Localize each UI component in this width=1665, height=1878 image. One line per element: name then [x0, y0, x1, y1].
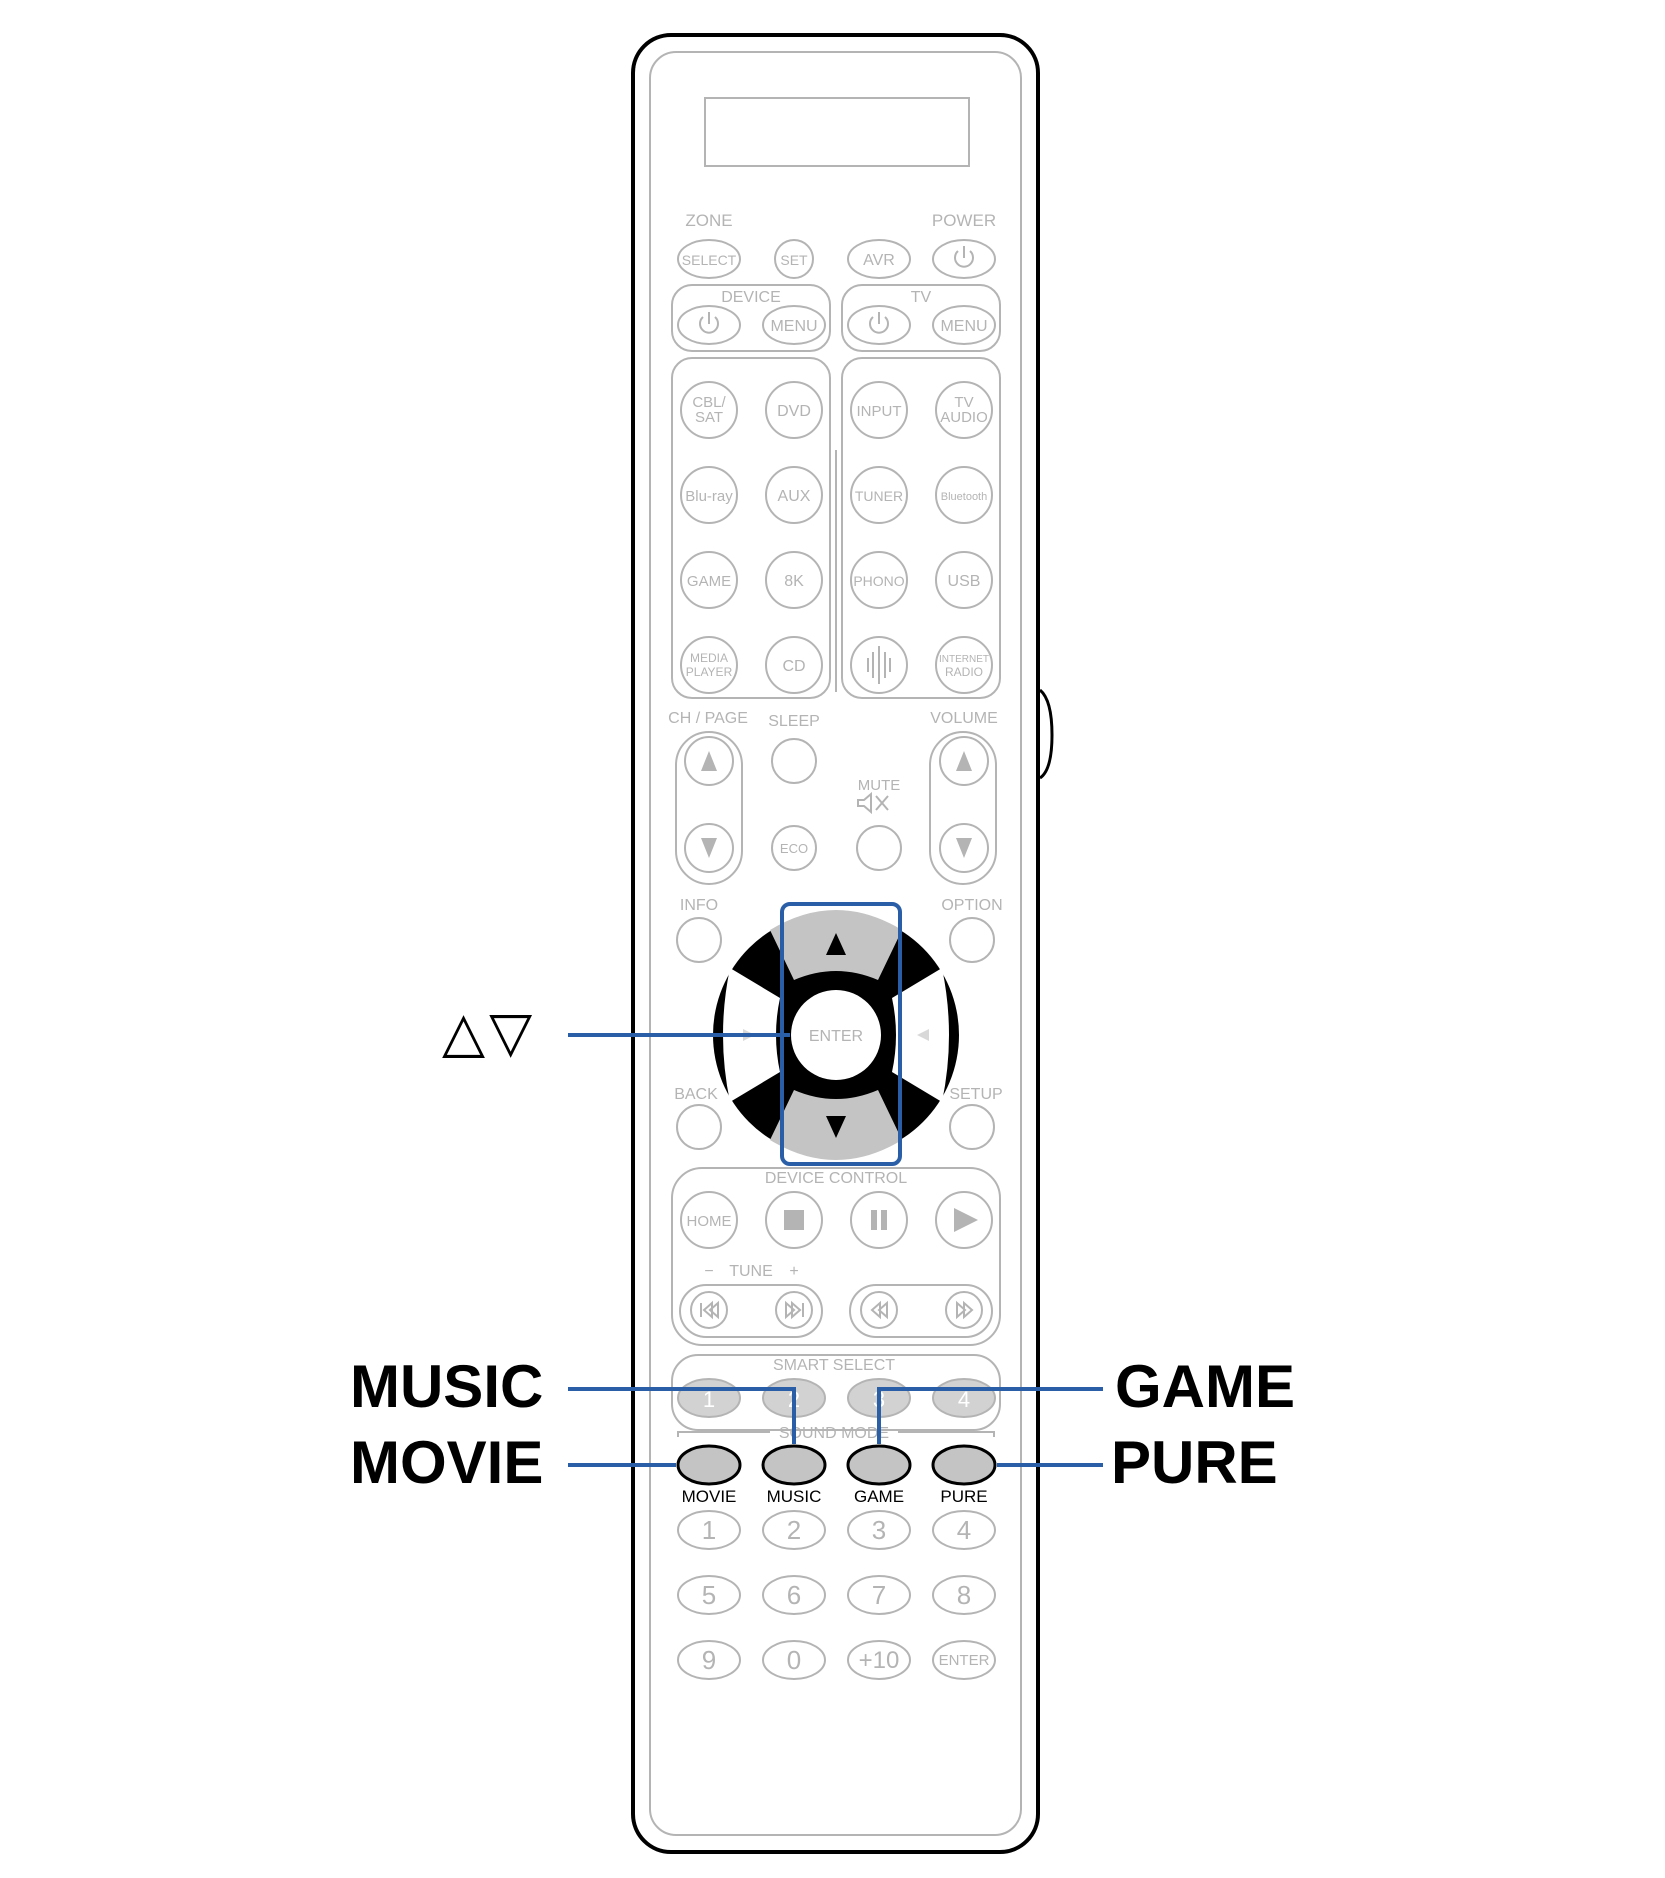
pure-button[interactable] [931, 1444, 997, 1486]
ch-page-label: CH / PAGE [668, 710, 748, 727]
game-source-label: GAME [687, 573, 731, 590]
volume-label: VOLUME [930, 710, 998, 727]
key-5: 5 [702, 1580, 716, 1610]
ch-down-icon [701, 838, 717, 858]
movie-button[interactable] [676, 1444, 742, 1486]
pure-callout: PURE [1111, 1429, 1278, 1496]
key-0: 0 [787, 1645, 801, 1675]
enter-label: ENTER [809, 1028, 863, 1045]
key-4: 4 [957, 1515, 971, 1545]
ch-up-icon [701, 751, 717, 771]
pure-button-label: PURE [940, 1487, 987, 1506]
info-label: INFO [680, 897, 718, 914]
usb-label: USB [948, 573, 981, 590]
avr-button-label: AVR [863, 252, 895, 269]
smart-select-4-label: 4 [958, 1387, 970, 1412]
smart-select-1-label: 1 [703, 1387, 715, 1412]
sound-mode-label: SOUND MODE [779, 1425, 889, 1442]
remote-faded-labels: ZONE POWER SELECT SET AVR DEVICE TV MENU… [668, 211, 1003, 1675]
eco-label: ECO [780, 841, 808, 856]
bluray-label: Blu-ray [685, 488, 733, 505]
power-label: POWER [932, 211, 996, 230]
tuner-label: TUNER [855, 488, 903, 504]
device-label: DEVICE [721, 289, 781, 306]
game-button[interactable] [846, 1444, 912, 1486]
music-button-label: MUSIC [767, 1487, 822, 1506]
volume-up-icon [956, 751, 972, 771]
device-menu-label: MENU [770, 318, 817, 335]
cursor-pad[interactable]: ENTER [713, 910, 959, 1160]
game-callout: GAME [1115, 1353, 1295, 1420]
phono-label: PHONO [853, 573, 904, 589]
key-plus-10: +10 [859, 1647, 900, 1674]
option-label: OPTION [941, 897, 1002, 914]
sound-mode-labels: MOVIE MUSIC GAME PURE [682, 1487, 988, 1506]
tv-menu-label: MENU [940, 318, 987, 335]
cbl-sat-label-2: SAT [695, 409, 723, 426]
key-6: 6 [787, 1580, 801, 1610]
up-arrow-icon [826, 933, 846, 955]
set-button-label: SET [780, 252, 808, 268]
faded-arrow-glyphs [701, 751, 972, 858]
media-player-label-2: PLAYER [686, 665, 733, 679]
select-button-label: SELECT [682, 252, 737, 268]
music-button[interactable] [761, 1444, 827, 1486]
home-label: HOME [687, 1213, 732, 1230]
key-2: 2 [787, 1515, 801, 1545]
volume-down-icon [956, 838, 972, 858]
remote-display [704, 97, 970, 167]
bluetooth-label: Bluetooth [941, 491, 987, 503]
movie-callout: MOVIE [350, 1429, 544, 1496]
cbl-sat-label-1: CBL/ [692, 394, 726, 411]
tv-audio-label-1: TV [954, 394, 973, 411]
back-label: BACK [674, 1086, 718, 1103]
key-9: 9 [702, 1645, 716, 1675]
cd-label: CD [782, 658, 805, 675]
key-8: 8 [957, 1580, 971, 1610]
tv-audio-label-2: AUDIO [940, 409, 988, 426]
setup-label: SETUP [949, 1086, 1002, 1103]
tune-minus-label: − [704, 1263, 713, 1280]
sleep-label: SLEEP [768, 713, 820, 730]
eight-k-label: 8K [784, 573, 804, 590]
device-control-label: DEVICE CONTROL [765, 1170, 907, 1187]
sound-mode-buttons[interactable] [676, 1444, 997, 1486]
callout-lines [568, 1033, 1103, 1467]
internet-radio-label-1: INTERNET [939, 654, 989, 665]
key-enter: ENTER [939, 1652, 990, 1669]
down-arrow-icon [826, 1116, 846, 1138]
tv-label: TV [911, 289, 932, 306]
tune-plus-label: + [789, 1263, 798, 1280]
right-arrow-icon [917, 1029, 929, 1041]
mute-label: MUTE [858, 777, 901, 794]
music-callout: MUSIC [350, 1353, 544, 1420]
key-1: 1 [702, 1515, 716, 1545]
smart-select-label: SMART SELECT [773, 1357, 895, 1374]
aux-label: AUX [778, 488, 811, 505]
zone-label: ZONE [685, 211, 732, 230]
movie-button-label: MOVIE [682, 1487, 737, 1506]
game-leader [877, 1387, 1103, 1444]
arrows-callout: △▽ [442, 1000, 537, 1065]
enter-button[interactable] [791, 990, 881, 1080]
game-button-label: GAME [854, 1487, 904, 1506]
music-leader [568, 1387, 796, 1444]
key-7: 7 [872, 1580, 886, 1610]
key-3: 3 [872, 1515, 886, 1545]
tune-label: TUNE [729, 1263, 773, 1280]
input-label: INPUT [857, 403, 902, 420]
internet-radio-label-2: RADIO [945, 665, 983, 679]
media-player-label-1: MEDIA [690, 651, 728, 665]
dvd-label: DVD [777, 403, 811, 420]
